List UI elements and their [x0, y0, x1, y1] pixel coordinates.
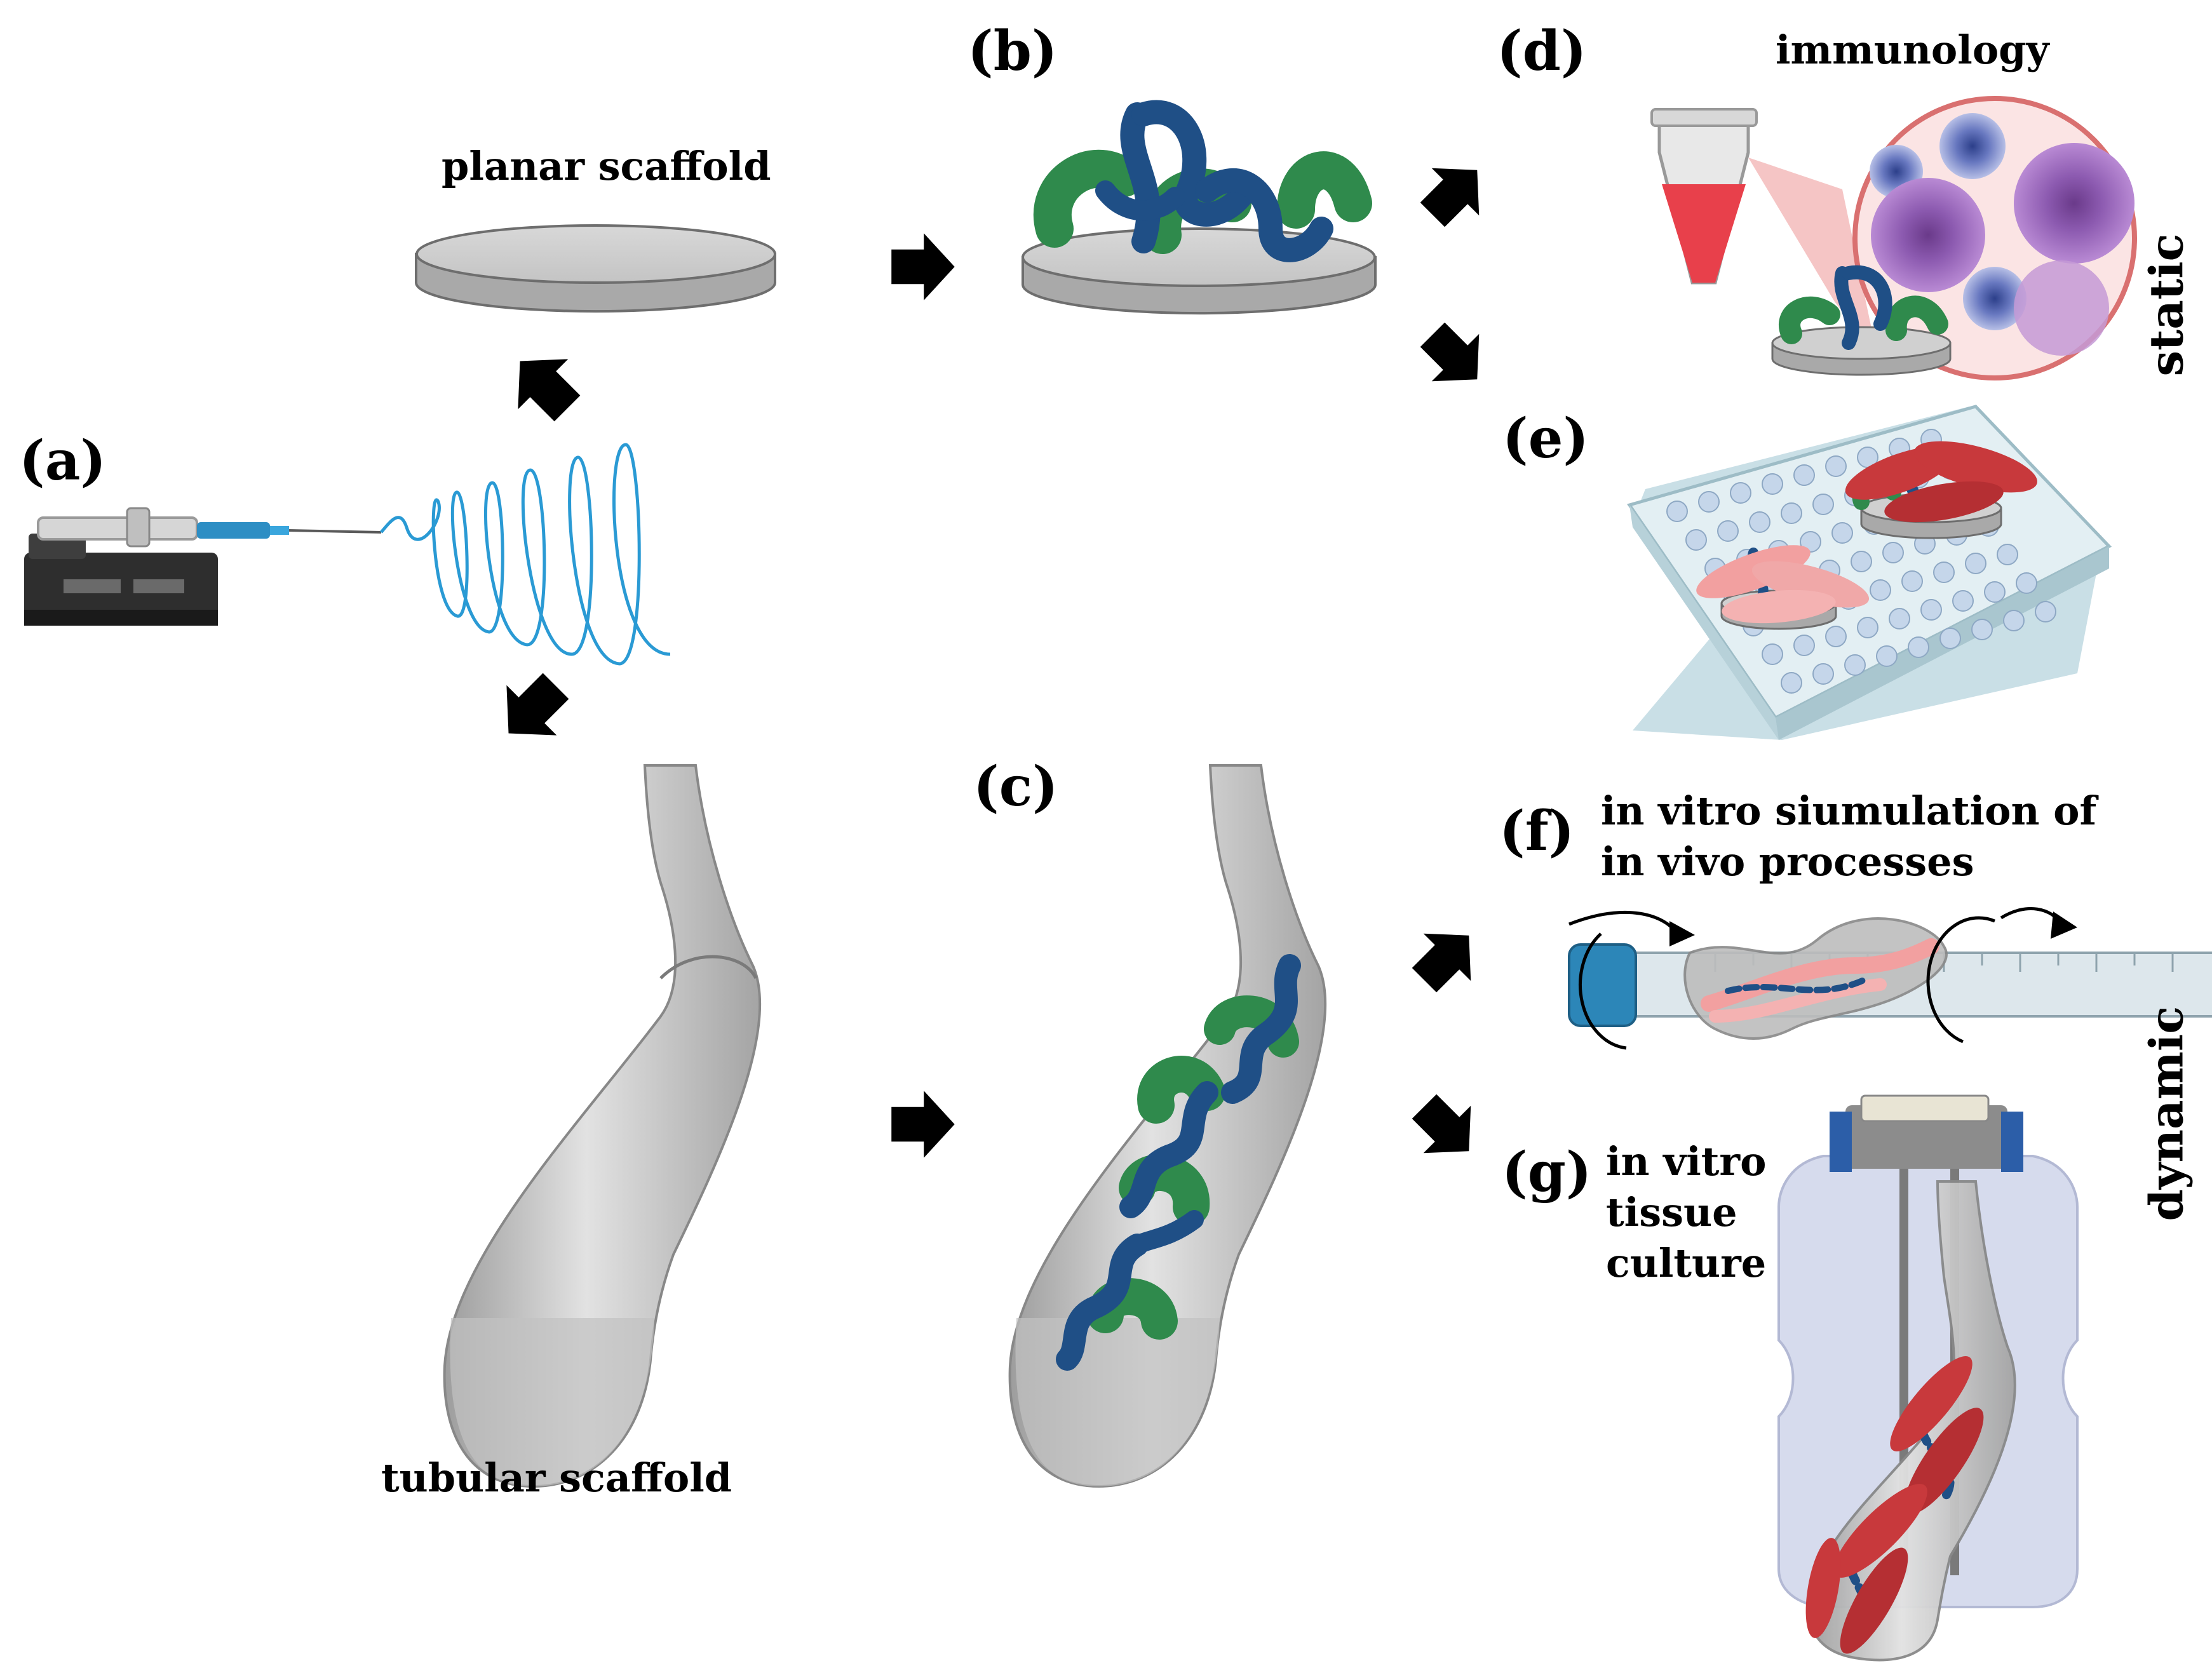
rotating-tube-illustration	[1568, 907, 2212, 1050]
tissue-culture-caption-line3: culture	[1606, 1240, 1767, 1286]
panel-label-f: (f)	[1499, 799, 1575, 863]
planar-scaffold-disc	[415, 224, 776, 313]
tissue-culture-caption-line1: in vitro	[1606, 1138, 1767, 1185]
tubular-scaffold-caption: tubular scaffold	[381, 1455, 732, 1501]
bioreactor-bottle-illustration	[1777, 1094, 2079, 1662]
static-side-label: static	[2139, 233, 2194, 377]
immunology-illustration	[1650, 96, 2137, 380]
panel-label-g: (g)	[1502, 1140, 1592, 1204]
tubular-scaffold	[443, 764, 762, 1488]
panel-label-a: (a)	[19, 429, 107, 493]
dynamic-side-label: dynamic	[2139, 1006, 2194, 1221]
panel-label-c: (c)	[973, 755, 1058, 819]
dynamic-simulation-caption-line1: in vitro siumulation of	[1601, 788, 2097, 834]
panel-label-b: (b)	[968, 19, 1058, 83]
functionalized-planar-scaffold	[1022, 100, 1377, 315]
tissue-culture-caption-line2: tissue	[1606, 1189, 1737, 1235]
panel-label-e: (e)	[1502, 407, 1589, 471]
syringe-pump-illustration	[24, 507, 382, 626]
well-plate-illustration	[1626, 405, 2112, 740]
immunology-caption: immunology	[1776, 27, 2049, 73]
planar-scaffold-caption: planar scaffold	[442, 143, 771, 189]
electrospun-fiber-coil	[380, 443, 671, 666]
panel-label-d: (d)	[1497, 19, 1587, 83]
functionalized-tubular-scaffold	[1008, 764, 1327, 1488]
dynamic-simulation-caption-line2: in vivo processes	[1601, 838, 1974, 885]
